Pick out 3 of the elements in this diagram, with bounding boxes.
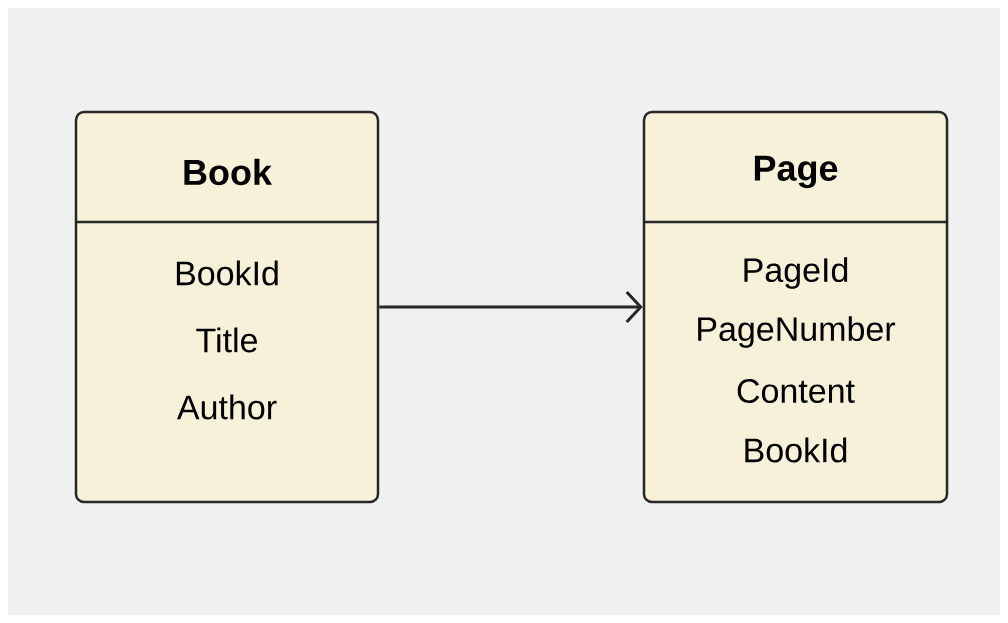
class-box: Book BookId Title Author bbox=[74, 110, 380, 504]
arrow bbox=[379, 290, 643, 323]
class-box: Page PageId PageNumber Content BookId bbox=[642, 110, 949, 504]
